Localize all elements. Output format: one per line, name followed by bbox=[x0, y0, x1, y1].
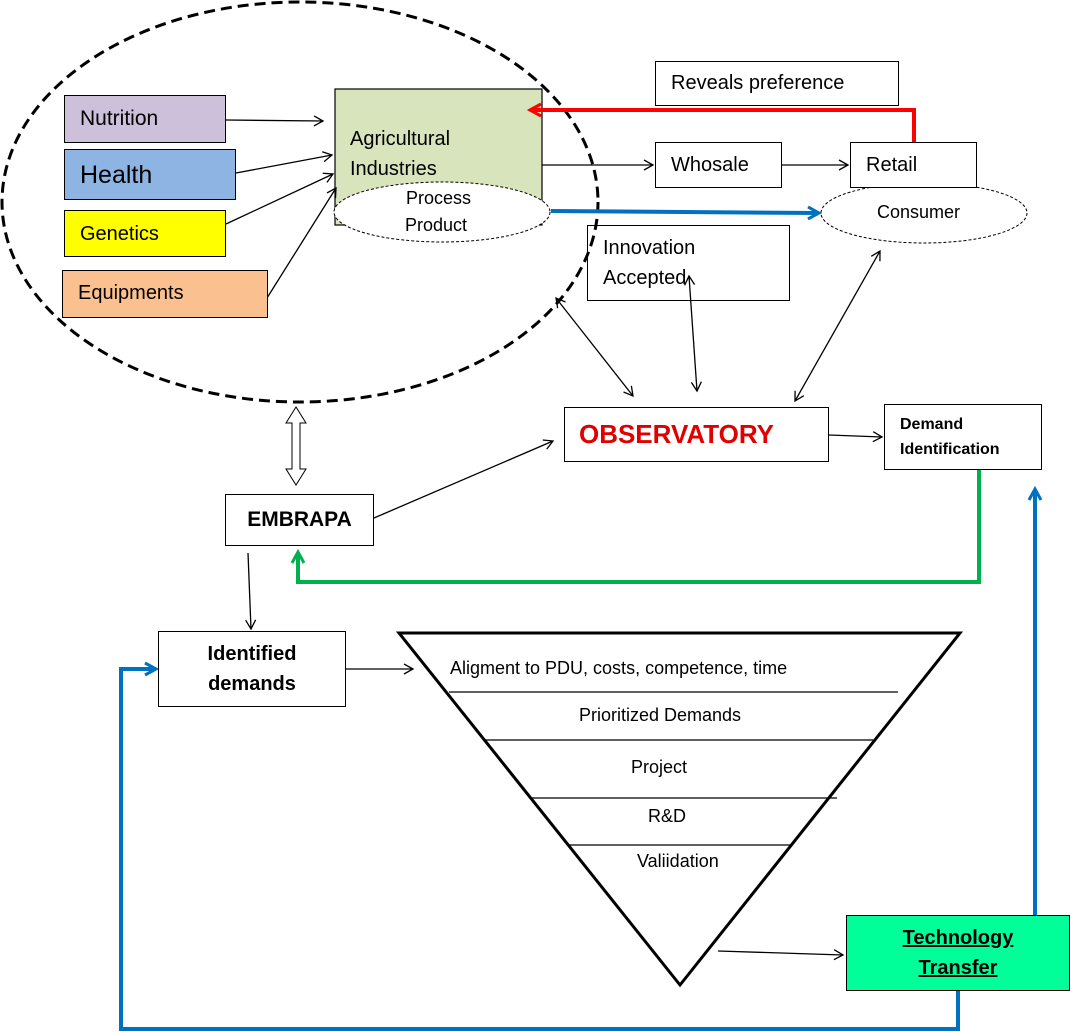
demands-label: demands bbox=[208, 673, 296, 695]
equipments-box: Equipments bbox=[62, 270, 268, 318]
nutrition-label: Nutrition bbox=[80, 107, 159, 130]
identification-label: Identification bbox=[900, 441, 1000, 458]
observatory-label: OBSERVATORY bbox=[578, 419, 775, 449]
innovation-observatory-link bbox=[684, 274, 702, 393]
embrapa-to-identified-arrow bbox=[245, 552, 257, 631]
nutrition-box: Nutrition bbox=[64, 95, 226, 143]
technology-transfer-box: Technology Transfer bbox=[846, 915, 1070, 991]
wholesale-label: Whosale bbox=[671, 154, 749, 176]
identified-label: Identified bbox=[207, 643, 297, 665]
embrapa-box: EMBRAPA bbox=[225, 494, 374, 546]
genetics-label: Genetics bbox=[80, 223, 159, 245]
funnel-level-1: Aligment to PDU, costs, competence, time bbox=[450, 658, 788, 678]
wholesale-box: Whosale bbox=[655, 142, 782, 188]
demand-identification-box: Demand Identification bbox=[884, 404, 1042, 470]
equipments-arrow bbox=[266, 186, 337, 299]
funnel-to-tech-arrow bbox=[717, 949, 845, 961]
health-box: Health bbox=[64, 149, 236, 200]
process-label: Process bbox=[406, 188, 472, 208]
funnel-level-3: Project bbox=[631, 757, 688, 777]
nutrition-arrow bbox=[225, 115, 325, 127]
funnel-level-2: Prioritized Demands bbox=[579, 705, 742, 725]
observatory-box: OBSERVATORY bbox=[564, 407, 829, 462]
identified-demands-box: Identified demands bbox=[158, 631, 346, 707]
demand-label: Demand bbox=[900, 416, 964, 433]
innovation-accepted-box: Innovation Accepted bbox=[587, 225, 790, 301]
health-label: Health bbox=[80, 161, 153, 189]
reveals-preference-arrow bbox=[531, 110, 916, 142]
health-arrow bbox=[235, 151, 334, 174]
genetics-arrow bbox=[225, 172, 335, 225]
funnel-level-4: R&D bbox=[648, 806, 687, 826]
cluster-embrapa-double-arrow bbox=[285, 406, 307, 486]
funnel-triangle bbox=[395, 631, 964, 988]
process-product-ellipse bbox=[333, 181, 551, 243]
funnel-level-5: Valiidation bbox=[637, 851, 719, 871]
retail-box: Retail bbox=[850, 142, 977, 188]
accepted-label: Accepted bbox=[603, 267, 687, 289]
cluster-observatory-link bbox=[555, 296, 634, 398]
genetics-box: Genetics bbox=[64, 210, 226, 257]
retail-label: Retail bbox=[866, 154, 918, 176]
consumer-label: Consumer bbox=[877, 202, 961, 222]
equipments-label: Equipments bbox=[78, 282, 184, 304]
demand-to-embrapa-arrow bbox=[298, 470, 981, 584]
transfer-label: Transfer bbox=[918, 957, 998, 979]
agro-cluster-ellipse bbox=[0, 0, 600, 404]
reveals-preference-box: Reveals preference bbox=[655, 61, 899, 106]
embrapa-label: EMBRAPA bbox=[247, 508, 352, 531]
reveals-preference-label: Reveals preference bbox=[671, 72, 845, 94]
technology-label: Technology bbox=[902, 927, 1014, 949]
product-label: Product bbox=[405, 215, 468, 235]
product-to-consumer-arrow bbox=[550, 211, 818, 213]
agro-title-line1: Agricultural bbox=[350, 128, 451, 150]
innovation-label: Innovation bbox=[603, 237, 696, 259]
consumer-observatory-link bbox=[794, 249, 881, 403]
tech-to-identified-arrow bbox=[119, 669, 960, 1031]
agro-title-line2: Industries bbox=[350, 158, 437, 180]
observatory-to-demand-arrow bbox=[828, 431, 884, 443]
embrapa-to-observatory-arrow bbox=[373, 439, 555, 519]
